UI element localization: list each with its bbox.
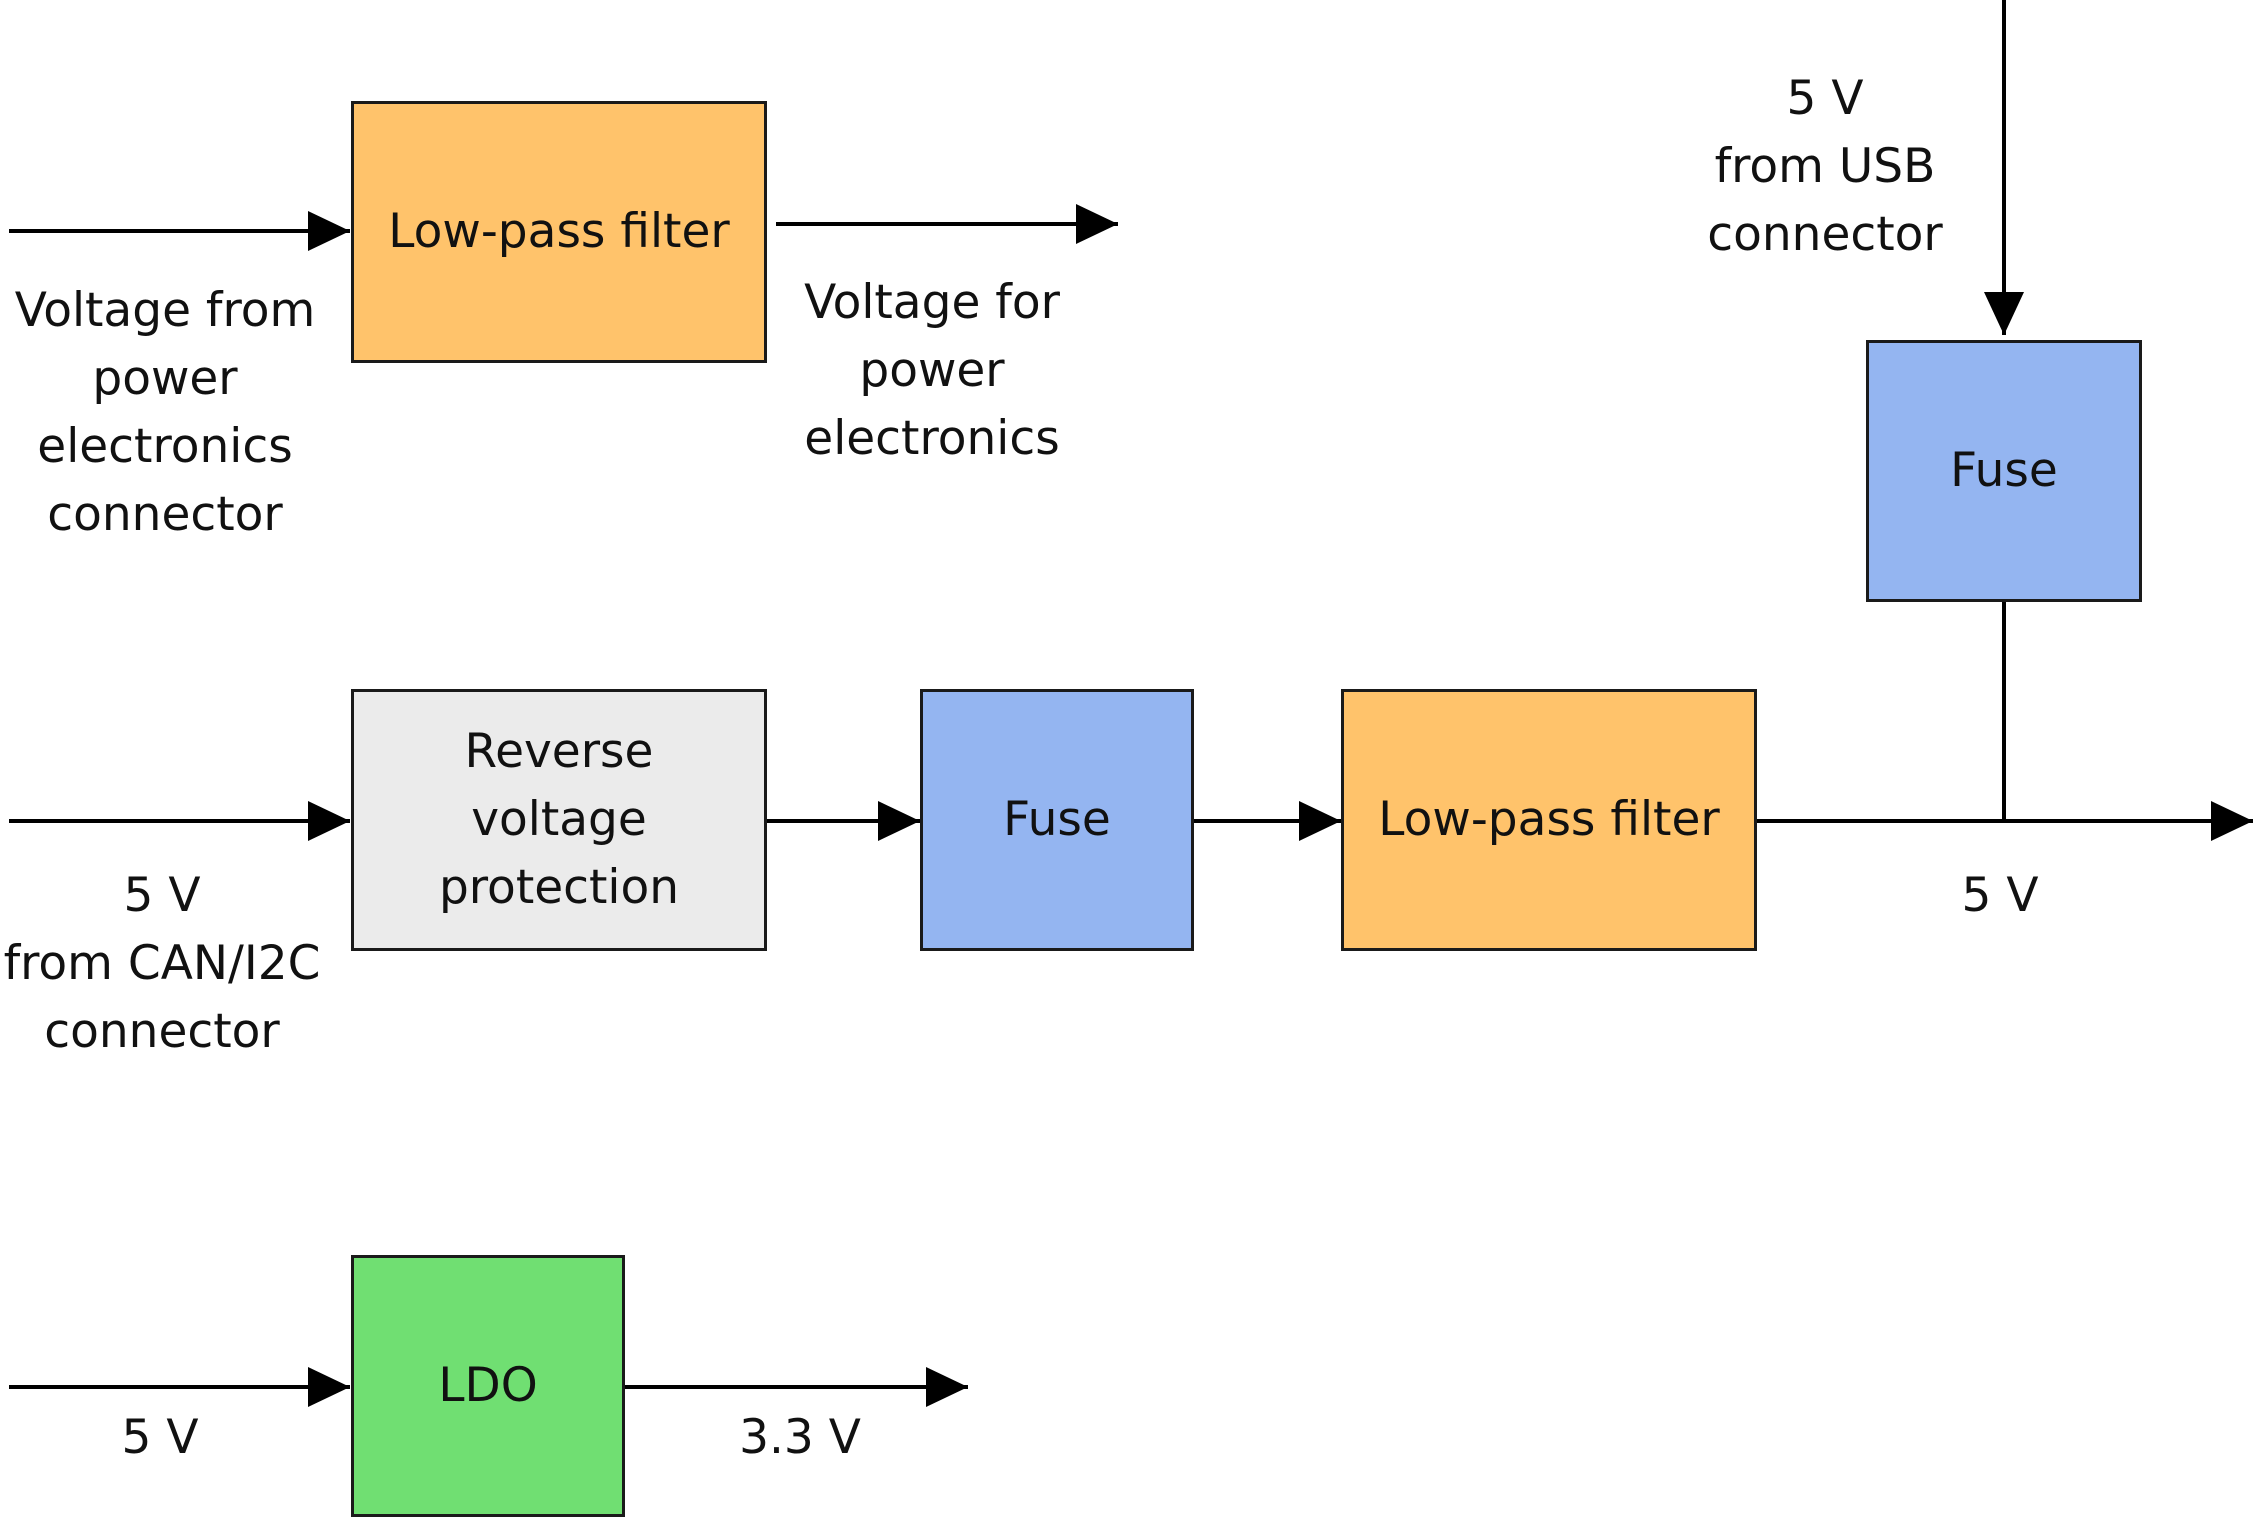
- low-pass-filter-block-main: Low-pass filter: [1341, 689, 1757, 951]
- can-input-arrowhead: [308, 801, 350, 841]
- low-pass-filter-block-top: Low-pass filter: [351, 101, 767, 363]
- usb-input-arrowhead: [1984, 292, 2024, 335]
- fuse-block-main: Fuse: [920, 689, 1194, 951]
- ldo-input-arrowhead: [308, 1367, 350, 1407]
- pe-input-arrowhead: [308, 211, 350, 251]
- ldo-block: LDO: [351, 1255, 625, 1517]
- usb-input-label: 5 V from USB connector: [1707, 71, 1943, 262]
- fuse-block-usb: Fuse: [1866, 340, 2142, 602]
- pe-output-arrowhead: [1076, 204, 1118, 244]
- bus-output-arrowhead: [2211, 801, 2253, 841]
- reverse-voltage-protection-block: Reverse voltage protection: [351, 689, 767, 951]
- ldo-input-label: 5 V: [121, 1410, 199, 1465]
- pe-input-label: Voltage from power electronics connector: [14, 283, 316, 542]
- fuse-to-filter-arrowhead: [1299, 801, 1341, 841]
- bus-output-label: 5 V: [1961, 868, 2039, 923]
- ldo-output-label: 3.3 V: [739, 1410, 861, 1465]
- can-input-label: 5 V from CAN/I2C connector: [3, 868, 321, 1059]
- ldo-output-arrowhead: [926, 1367, 968, 1407]
- rvp-to-fuse-arrowhead: [878, 801, 920, 841]
- pe-output-label: Voltage for power electronics: [804, 275, 1060, 466]
